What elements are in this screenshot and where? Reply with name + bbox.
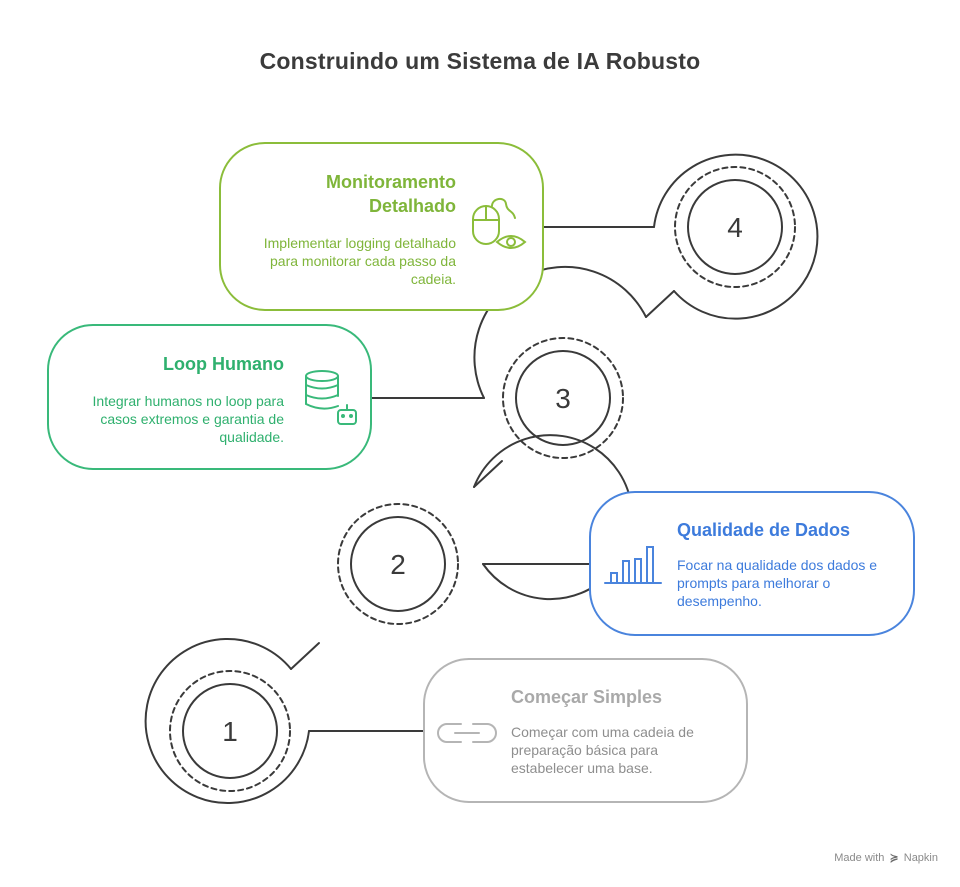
step-circle-2 <box>337 434 634 625</box>
step-circle-1 <box>144 638 310 805</box>
step-title-4: Monitoramento Detalhado <box>326 172 456 216</box>
step-card-3: Loop Humano Integrar humanos no loop par… <box>47 324 372 470</box>
connector-3-4 <box>645 290 675 318</box>
mouse-eye-icon <box>472 198 527 249</box>
page-title: Construindo um Sistema de IA Robusto <box>259 48 701 74</box>
step-description-1: Começar com uma cadeia de preparação bás… <box>511 724 694 776</box>
step-title-1: Começar Simples <box>511 687 663 707</box>
step-number-2: 2 <box>390 549 406 580</box>
step-card-4: Monitoramento Detalhado Implementar logg… <box>219 142 544 311</box>
napkin-brand-label: Napkin <box>903 852 938 864</box>
napkin-logo-icon: ≽ <box>889 852 899 864</box>
step-description-3: Integrar humanos no loop para casos extr… <box>92 393 284 445</box>
step-number-1: 1 <box>222 716 238 747</box>
chain-link-icon <box>437 723 497 743</box>
step-title-3: Loop Humano <box>163 354 284 374</box>
database-robot-icon <box>305 370 357 425</box>
step-description-2: Focar na qualidade dos dados e prompts p… <box>677 557 878 609</box>
made-with-label: Made with <box>834 852 885 864</box>
step-card-1: Começar Simples Começar com uma cadeia d… <box>423 658 748 803</box>
step-number-3: 3 <box>555 383 571 414</box>
step-number-4: 4 <box>727 212 743 243</box>
connector-2-3 <box>473 460 503 488</box>
step-title-2: Qualidade de Dados <box>677 520 851 540</box>
napkin-watermark: Made with ≽ Napkin <box>834 851 938 864</box>
step-circle-4 <box>653 153 819 320</box>
step-card-2: Qualidade de Dados Focar na qualidade do… <box>589 491 915 636</box>
step-description-4: Implementar logging detalhado para monit… <box>263 235 456 287</box>
connector-1-2 <box>290 642 320 670</box>
bar-chart-icon <box>604 546 662 584</box>
